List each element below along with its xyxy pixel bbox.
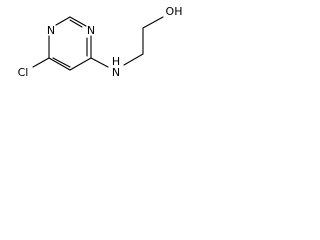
bond-c2-n1 — [55, 16, 71, 26]
substituent-bonds — [32, 16, 164, 68]
chemical-structure: N N Cl H N OH — [18, 5, 183, 79]
atom-n3: N — [87, 24, 95, 37]
atom-oh: OH — [166, 5, 183, 18]
bond-c6-c5 — [48, 57, 71, 71]
atom-nh-h: H — [112, 55, 120, 68]
bond-c6-cl — [32, 57, 50, 68]
bond-nh-ch2 — [123, 53, 144, 66]
bond-c6-c5-double — [52, 57, 71, 68]
bond-c2-n3 — [69, 16, 87, 27]
structure-canvas: N N Cl H N OH — [0, 0, 240, 107]
atom-n1: N — [47, 24, 55, 37]
atom-labels: N N Cl H N OH — [18, 5, 183, 79]
bond-ch2-oh — [142, 16, 164, 29]
bond-c5-c4 — [69, 57, 92, 71]
pyrimidine-ring — [48, 16, 92, 71]
atom-cl: Cl — [18, 66, 29, 79]
atom-nh-n: N — [112, 66, 120, 79]
bond-c2-n3-double — [69, 19, 83, 28]
bond-c4-nh — [90, 57, 109, 68]
